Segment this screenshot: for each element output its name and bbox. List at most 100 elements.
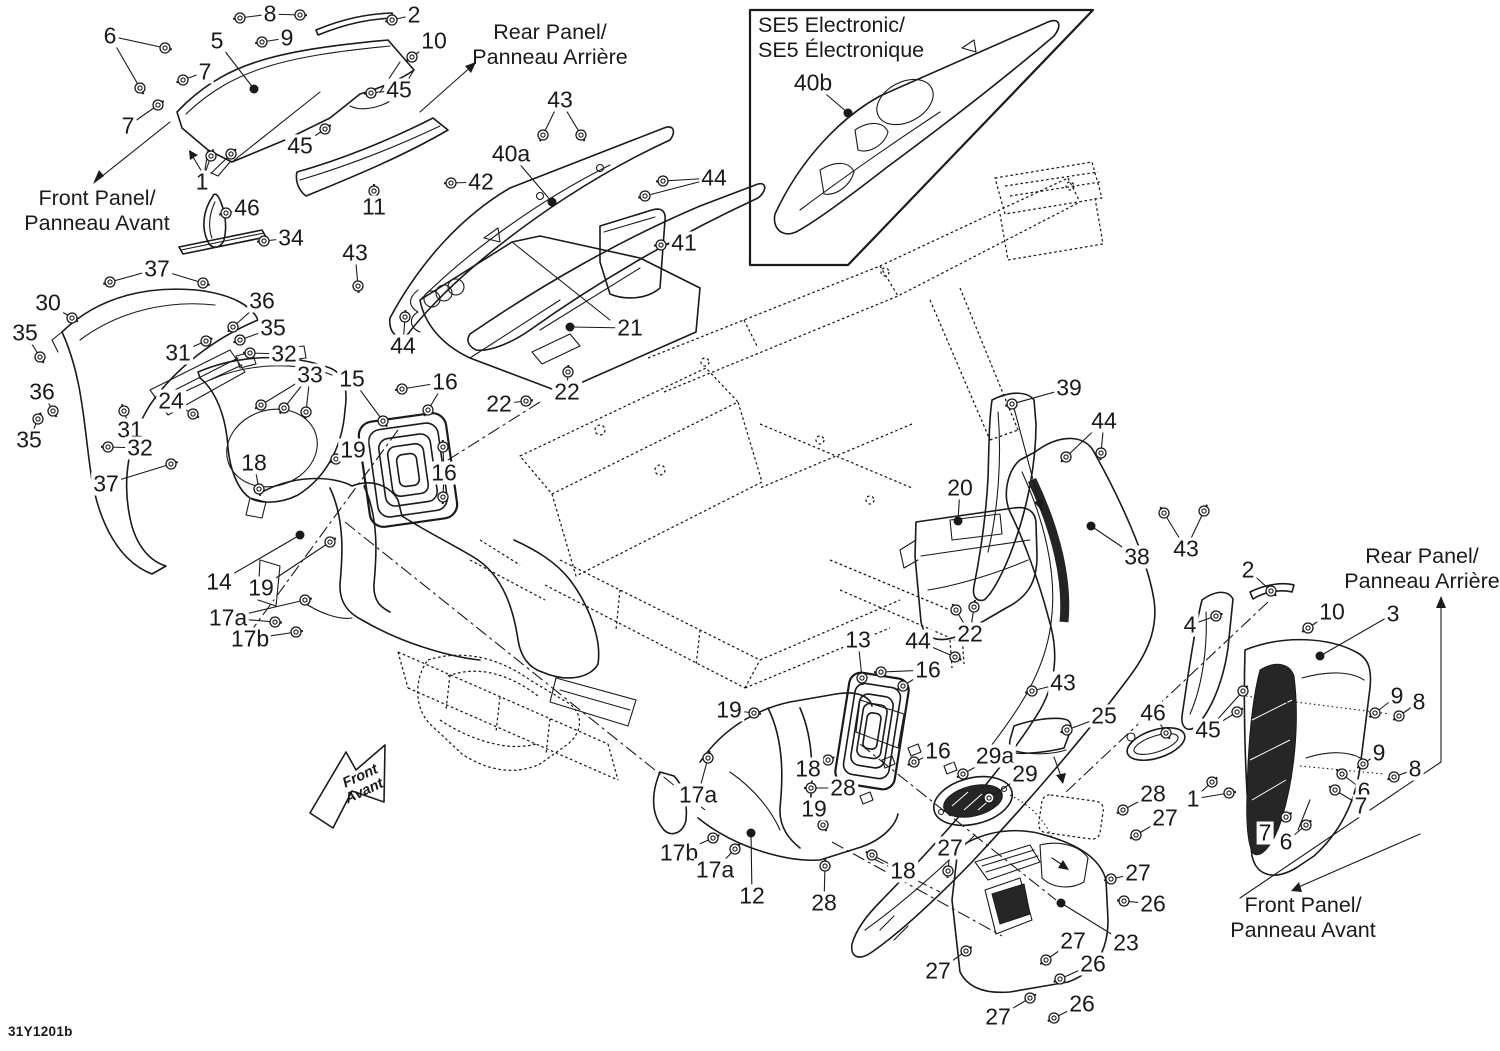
part-3-rear-side-panel <box>1243 638 1391 876</box>
callout-31: 31 <box>163 339 193 366</box>
part-38-side-panel <box>850 437 1156 958</box>
callout-27: 27 <box>1150 804 1180 831</box>
callout-5: 5 <box>208 27 226 54</box>
callout-9: 9 <box>1370 739 1388 766</box>
callout-23: 23 <box>1111 929 1141 956</box>
callout-29: 29 <box>1010 760 1040 787</box>
callout-7: 7 <box>1352 792 1370 819</box>
callout-18: 18 <box>793 755 823 782</box>
callout-35: 35 <box>14 426 44 453</box>
callout-20: 20 <box>945 474 975 501</box>
annotation-line: Panneau Arrière <box>1344 568 1500 593</box>
callout-42: 42 <box>466 168 496 195</box>
callout-27: 27 <box>923 957 953 984</box>
part-29a-clips <box>859 743 958 805</box>
callout-9: 9 <box>278 24 296 51</box>
part-40a-panel <box>388 126 766 352</box>
callout-16: 16 <box>923 737 953 764</box>
callout-2: 2 <box>1239 556 1257 583</box>
annotation-line: Panneau Avant <box>24 210 170 235</box>
callout-9: 9 <box>1388 682 1406 709</box>
callout-4: 4 <box>1181 611 1199 638</box>
callout-7: 7 <box>196 58 214 85</box>
callout-21: 21 <box>615 314 645 341</box>
callout-24: 24 <box>156 387 186 414</box>
annotation-line: SE5 Electronic/ <box>758 13 905 37</box>
center-lines <box>245 401 1269 937</box>
callout-19: 19 <box>799 795 829 822</box>
part-11-deflector <box>295 117 449 197</box>
callout-19: 19 <box>338 436 368 463</box>
callout-8: 8 <box>1410 688 1428 715</box>
callout-43: 43 <box>545 86 575 113</box>
callout-15: 15 <box>337 365 367 392</box>
callout-32: 32 <box>125 434 155 461</box>
annotation-se5: SE5 Electronic/ SE5 Électronique <box>758 13 924 62</box>
callout-29a: 29a <box>973 742 1017 769</box>
callout-17a: 17a <box>676 781 720 808</box>
callout-19: 19 <box>246 574 276 601</box>
callout-12: 12 <box>737 882 767 909</box>
callout-36: 36 <box>247 287 277 314</box>
callout-8: 8 <box>1406 755 1424 782</box>
annotation-rear-panel-right: Rear Panel/ Panneau Arrière <box>1344 544 1499 593</box>
callout-26: 26 <box>1078 950 1108 977</box>
callout-14: 14 <box>204 568 234 595</box>
annotation-line: SE5 Électronique <box>758 37 925 62</box>
callout-19: 19 <box>714 696 744 723</box>
part-41-panel <box>599 208 666 299</box>
callout-8: 8 <box>261 0 279 27</box>
callout-27: 27 <box>1123 859 1153 886</box>
callout-44: 44 <box>388 332 418 359</box>
callout-13: 13 <box>843 626 873 653</box>
part-5-top-panel <box>176 39 415 177</box>
callout-16: 16 <box>430 368 460 395</box>
callout-27: 27 <box>935 834 965 861</box>
callout-31: 31 <box>115 416 145 443</box>
callout-16: 16 <box>913 656 943 683</box>
callout-10: 10 <box>419 27 449 54</box>
callout-45: 45 <box>1193 716 1223 743</box>
part-39-deflector <box>972 392 1037 602</box>
annotation-line: Rear Panel/ <box>493 20 607 44</box>
annotation-line: Panneau Arrière <box>472 44 628 69</box>
callout-26: 26 <box>1067 990 1097 1017</box>
callout-27: 27 <box>983 1003 1013 1030</box>
callout-44: 44 <box>903 627 933 654</box>
callout-16: 16 <box>429 459 459 486</box>
callout-43: 43 <box>1171 535 1201 562</box>
callout-22: 22 <box>484 390 514 417</box>
callout-41: 41 <box>669 229 699 256</box>
callout-37: 37 <box>91 470 121 497</box>
callout-45: 45 <box>285 132 315 159</box>
callout-46: 46 <box>1138 699 1168 726</box>
callout-1: 1 <box>193 168 211 195</box>
callout-46: 46 <box>232 194 262 221</box>
callout-37: 37 <box>142 255 172 282</box>
callout-17b: 17b <box>657 839 701 866</box>
annotation-line: Rear Panel/ <box>1365 544 1479 568</box>
callout-25: 25 <box>1089 702 1119 729</box>
callout-45: 45 <box>384 76 414 103</box>
callout-22: 22 <box>955 620 985 647</box>
annotation-line: Panneau Avant <box>1230 917 1376 942</box>
callout-7: 7 <box>119 112 137 139</box>
se5-inset-box <box>748 8 1095 267</box>
annotation-arrows <box>93 62 1446 899</box>
callout-44: 44 <box>1089 407 1119 434</box>
callout-36: 36 <box>27 378 57 405</box>
part-40b-panel <box>773 19 1060 235</box>
callout-40a: 40a <box>489 140 533 167</box>
callout-17b: 17b <box>228 625 272 652</box>
drawing-number: 31Y1201b <box>8 1024 73 1039</box>
annotation-rear-panel-top: Rear Panel/ Panneau Arrière <box>472 20 627 69</box>
callout-1: 1 <box>1184 785 1202 812</box>
callout-3: 3 <box>1384 600 1402 627</box>
annotation-front-panel-bottom: Front Panel/ Panneau Avant <box>1230 893 1375 942</box>
callout-44: 44 <box>699 164 729 191</box>
part-14-bracket <box>257 477 637 727</box>
callout-6: 6 <box>101 22 119 49</box>
part-13-access-panel <box>834 671 910 791</box>
